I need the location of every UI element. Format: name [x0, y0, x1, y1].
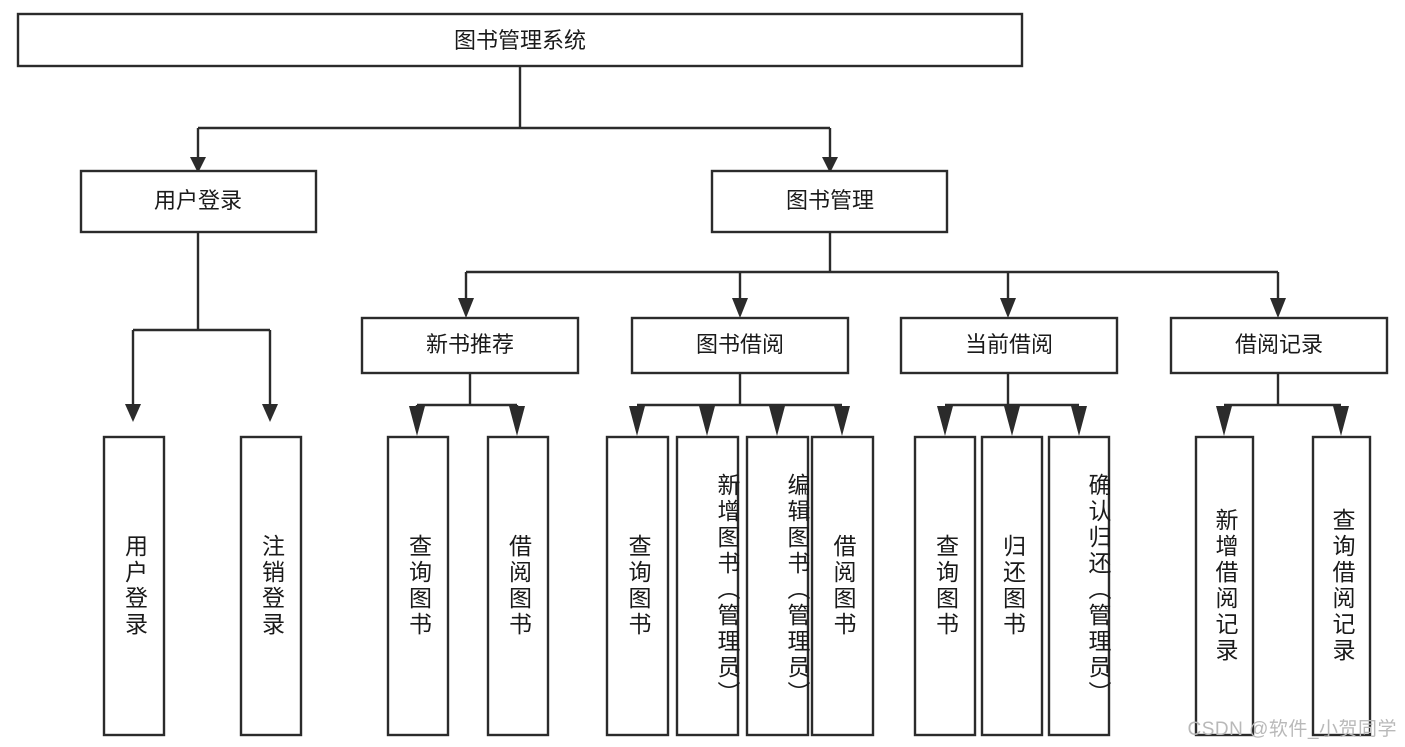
arrow-head-leaf-user-logout — [262, 404, 278, 422]
node-user-login-label: 用户登录 — [154, 188, 242, 213]
node-book-manage-label: 图书管理 — [786, 188, 874, 213]
node-book-manage-box[interactable] — [710, 169, 949, 234]
arrow-head-leaf-borrow-book-1 — [509, 406, 525, 436]
arrow-head-new-book-rec — [458, 298, 474, 318]
node-user-login-box[interactable] — [79, 169, 318, 234]
arrow-head-user-login — [190, 157, 206, 173]
arrow-head-leaf-query-book-1 — [409, 406, 425, 436]
arrow-head-leaf-add-book — [699, 406, 715, 436]
leaf-box-add-record[interactable] — [1194, 435, 1255, 737]
node-borrow-record[interactable]: 借阅记录 — [1169, 316, 1389, 375]
leaf-box-group — [102, 435, 1372, 737]
arrow-head-leaf-confirm-return — [1071, 406, 1087, 436]
leaf-box-confirm-return[interactable] — [1047, 435, 1111, 737]
node-root[interactable]: 图书管理系统 — [16, 12, 1024, 68]
arrow-head-leaf-add-record — [1216, 406, 1232, 436]
node-current-borrow[interactable]: 当前借阅 — [899, 316, 1119, 375]
arrow-head-current-borrow — [1000, 298, 1016, 318]
arrow-head-leaf-query-record — [1333, 406, 1349, 436]
arrow-head-book-borrow — [732, 298, 748, 318]
leaf-box-query-record[interactable] — [1311, 435, 1372, 737]
node-current-borrow-box[interactable] — [899, 316, 1119, 375]
leaf-box-borrow-book-1[interactable] — [486, 435, 550, 737]
node-new-book-rec[interactable]: 新书推荐 — [360, 316, 580, 375]
arrow-head-leaf-return-book — [1004, 406, 1020, 436]
leaf-box-query-book-1[interactable] — [386, 435, 450, 737]
arrow-head-leaf-query-book-3 — [937, 406, 953, 436]
leaf-box-user-login[interactable] — [102, 435, 166, 737]
node-borrow-record-label: 借阅记录 — [1235, 332, 1323, 357]
arrow-head-borrow-record — [1270, 298, 1286, 318]
arrow-head-leaf-query-book-2 — [629, 406, 645, 436]
node-new-book-rec-box[interactable] — [360, 316, 580, 375]
arrow-head-leaf-user-login — [125, 404, 141, 422]
arrow-head-book-manage — [822, 157, 838, 173]
node-book-borrow[interactable]: 图书借阅 — [630, 316, 850, 375]
node-book-borrow-box[interactable] — [630, 316, 850, 375]
node-user-login[interactable]: 用户登录 — [79, 169, 318, 234]
node-new-book-rec-label: 新书推荐 — [426, 332, 514, 357]
leaf-box-user-logout[interactable] — [239, 435, 303, 737]
leaf-box-edit-book[interactable] — [745, 435, 810, 737]
node-current-borrow-label: 当前借阅 — [965, 332, 1053, 357]
arrow-head-leaf-edit-book — [769, 406, 785, 436]
leaf-box-query-book-3[interactable] — [913, 435, 977, 737]
arrow-head-leaf-borrow-book-2 — [834, 406, 850, 436]
leaf-box-add-book[interactable] — [675, 435, 740, 737]
node-borrow-record-box[interactable] — [1169, 316, 1389, 375]
node-book-borrow-label: 图书借阅 — [696, 332, 784, 357]
leaf-box-borrow-book-2[interactable] — [810, 435, 875, 737]
connector-group — [125, 66, 1349, 436]
leaf-box-return-book[interactable] — [980, 435, 1044, 737]
node-root-box[interactable] — [16, 12, 1024, 68]
csdn-watermark: CSDN @软件_小贺同学 — [1187, 719, 1397, 740]
leaf-box-query-book-2[interactable] — [605, 435, 670, 737]
node-root-label: 图书管理系统 — [454, 28, 586, 53]
node-book-manage[interactable]: 图书管理 — [710, 169, 949, 234]
